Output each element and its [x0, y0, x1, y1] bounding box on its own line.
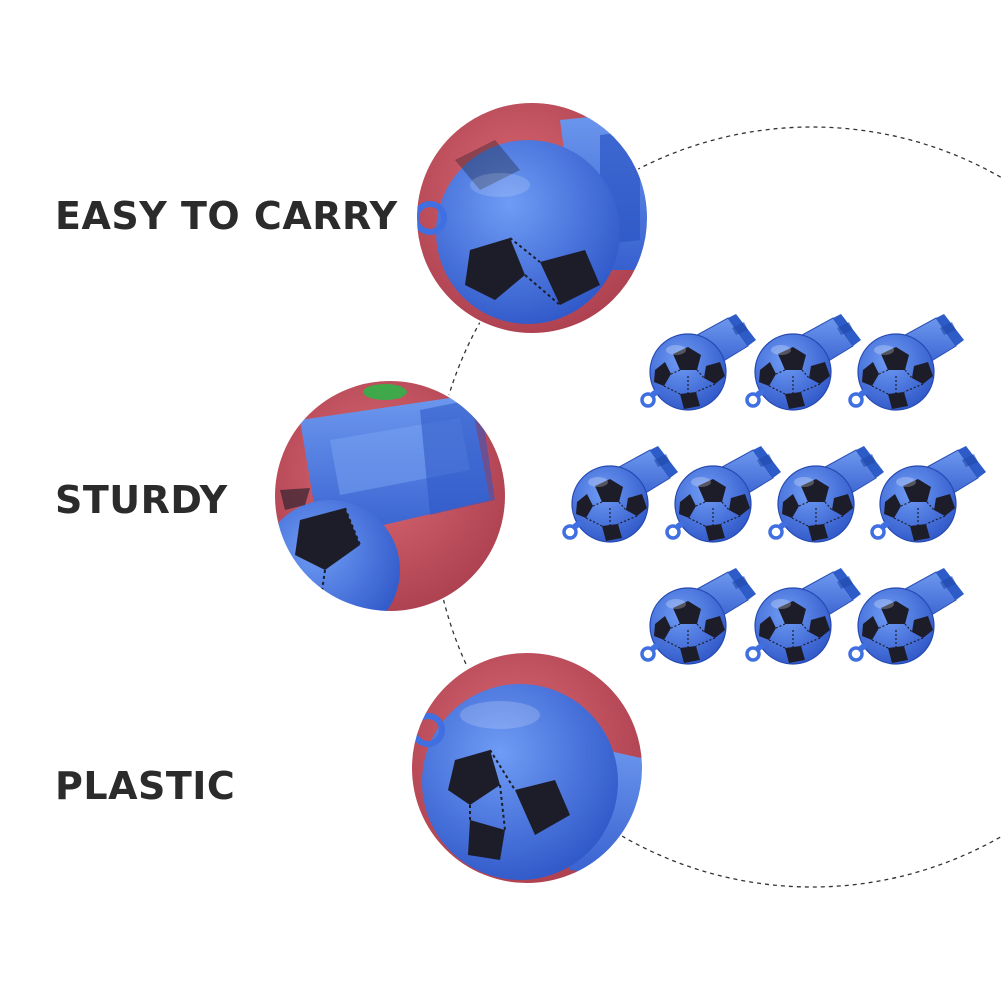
soccer-ball-whistle-icon: [848, 312, 966, 412]
soccer-ball-whistle-icon: [640, 566, 758, 666]
soccer-ball-whistle-icon: [562, 444, 680, 544]
soccer-ball-whistle-icon: [640, 312, 758, 412]
soccer-ball-whistle-icon: [665, 444, 783, 544]
feature-label-easy-to-carry: EASY TO CARRY: [55, 194, 398, 238]
feature-label-sturdy: STURDY: [55, 478, 228, 522]
whistle-grid: [562, 312, 988, 666]
closeup-plastic: [410, 651, 644, 885]
feature-label-plastic: PLASTIC: [55, 764, 236, 808]
soccer-ball-whistle-icon: [848, 566, 966, 666]
soccer-ball-whistle-icon: [745, 312, 863, 412]
closeup-easy-to-carry: [415, 101, 649, 335]
soccer-ball-whistle-icon: [870, 444, 988, 544]
soccer-ball-whistle-icon: [768, 444, 886, 544]
closeup-sturdy: [273, 379, 507, 613]
soccer-ball-whistle-icon: [745, 566, 863, 666]
